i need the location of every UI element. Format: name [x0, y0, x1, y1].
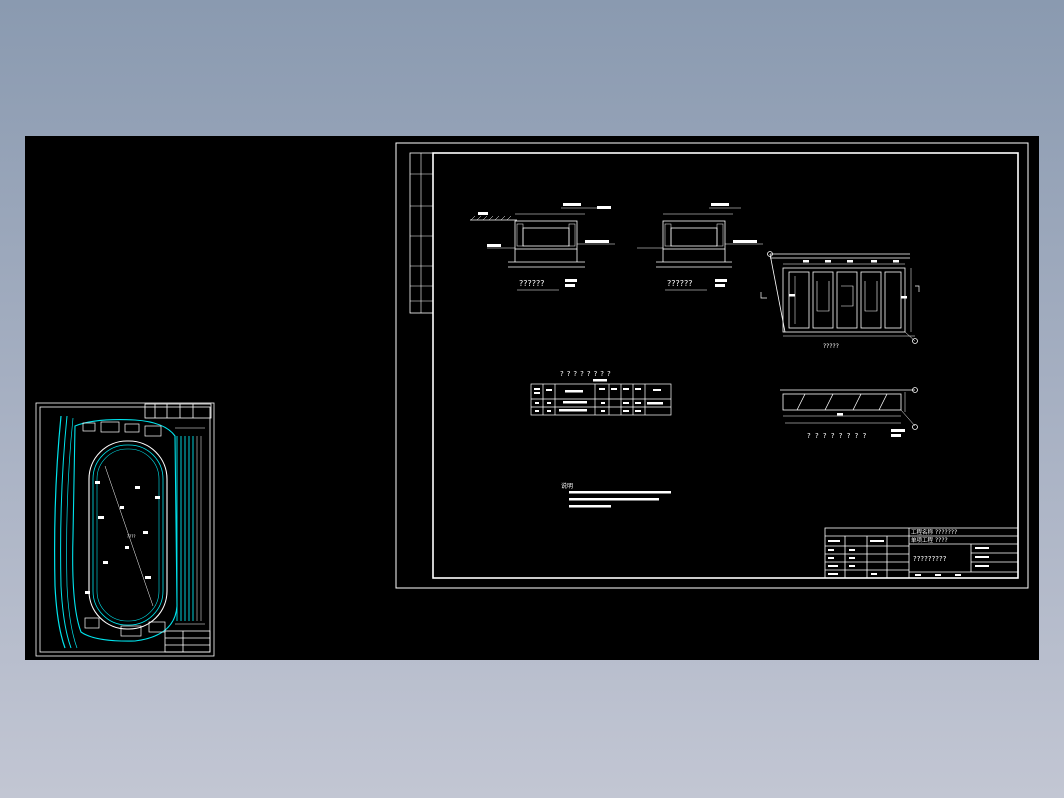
section-detail-1-labels: ??????: [478, 203, 611, 291]
section-1-label: ??????: [519, 279, 544, 288]
drawing-label: 单项工程: [911, 536, 934, 544]
elevation-label: ? ? ? ? ? ? ? ?: [807, 432, 867, 440]
notes-heading: 说明: [561, 482, 573, 490]
title-block-text: 工程名称 ??????? 单项工程 ???? ?????????: [828, 528, 989, 576]
plan-view-labels: ?????: [789, 260, 907, 350]
elevation-view[interactable]: [780, 387, 918, 430]
site-plan-label: ????: [127, 534, 136, 539]
project-value: ???????: [935, 529, 957, 536]
site-plan-labels: ????: [85, 481, 160, 594]
section-detail-2-labels: ??????: [665, 203, 757, 291]
pipe-table-content: ????????: [534, 370, 663, 412]
section-detail-2[interactable]: [637, 207, 763, 268]
plan-view-label: ?????: [823, 343, 839, 350]
main-title: ?????????: [913, 555, 947, 563]
section-2-label: ??????: [667, 279, 692, 288]
project-label: 工程名称: [911, 528, 934, 536]
drawing-value: ????: [935, 537, 948, 544]
section-detail-1[interactable]: [470, 207, 615, 268]
drawing-sheet[interactable]: [395, 142, 1029, 589]
notes-block: 说明: [561, 482, 671, 508]
pipe-table[interactable]: [530, 383, 672, 416]
title-block[interactable]: [824, 527, 1019, 579]
cad-viewport[interactable]: ???? ??????: [25, 136, 1039, 660]
site-plan-sheet[interactable]: [35, 402, 215, 657]
plan-view[interactable]: [760, 251, 920, 344]
table-title: ????????: [560, 370, 614, 378]
elevation-labels: ? ? ? ? ? ? ? ?: [807, 413, 905, 440]
